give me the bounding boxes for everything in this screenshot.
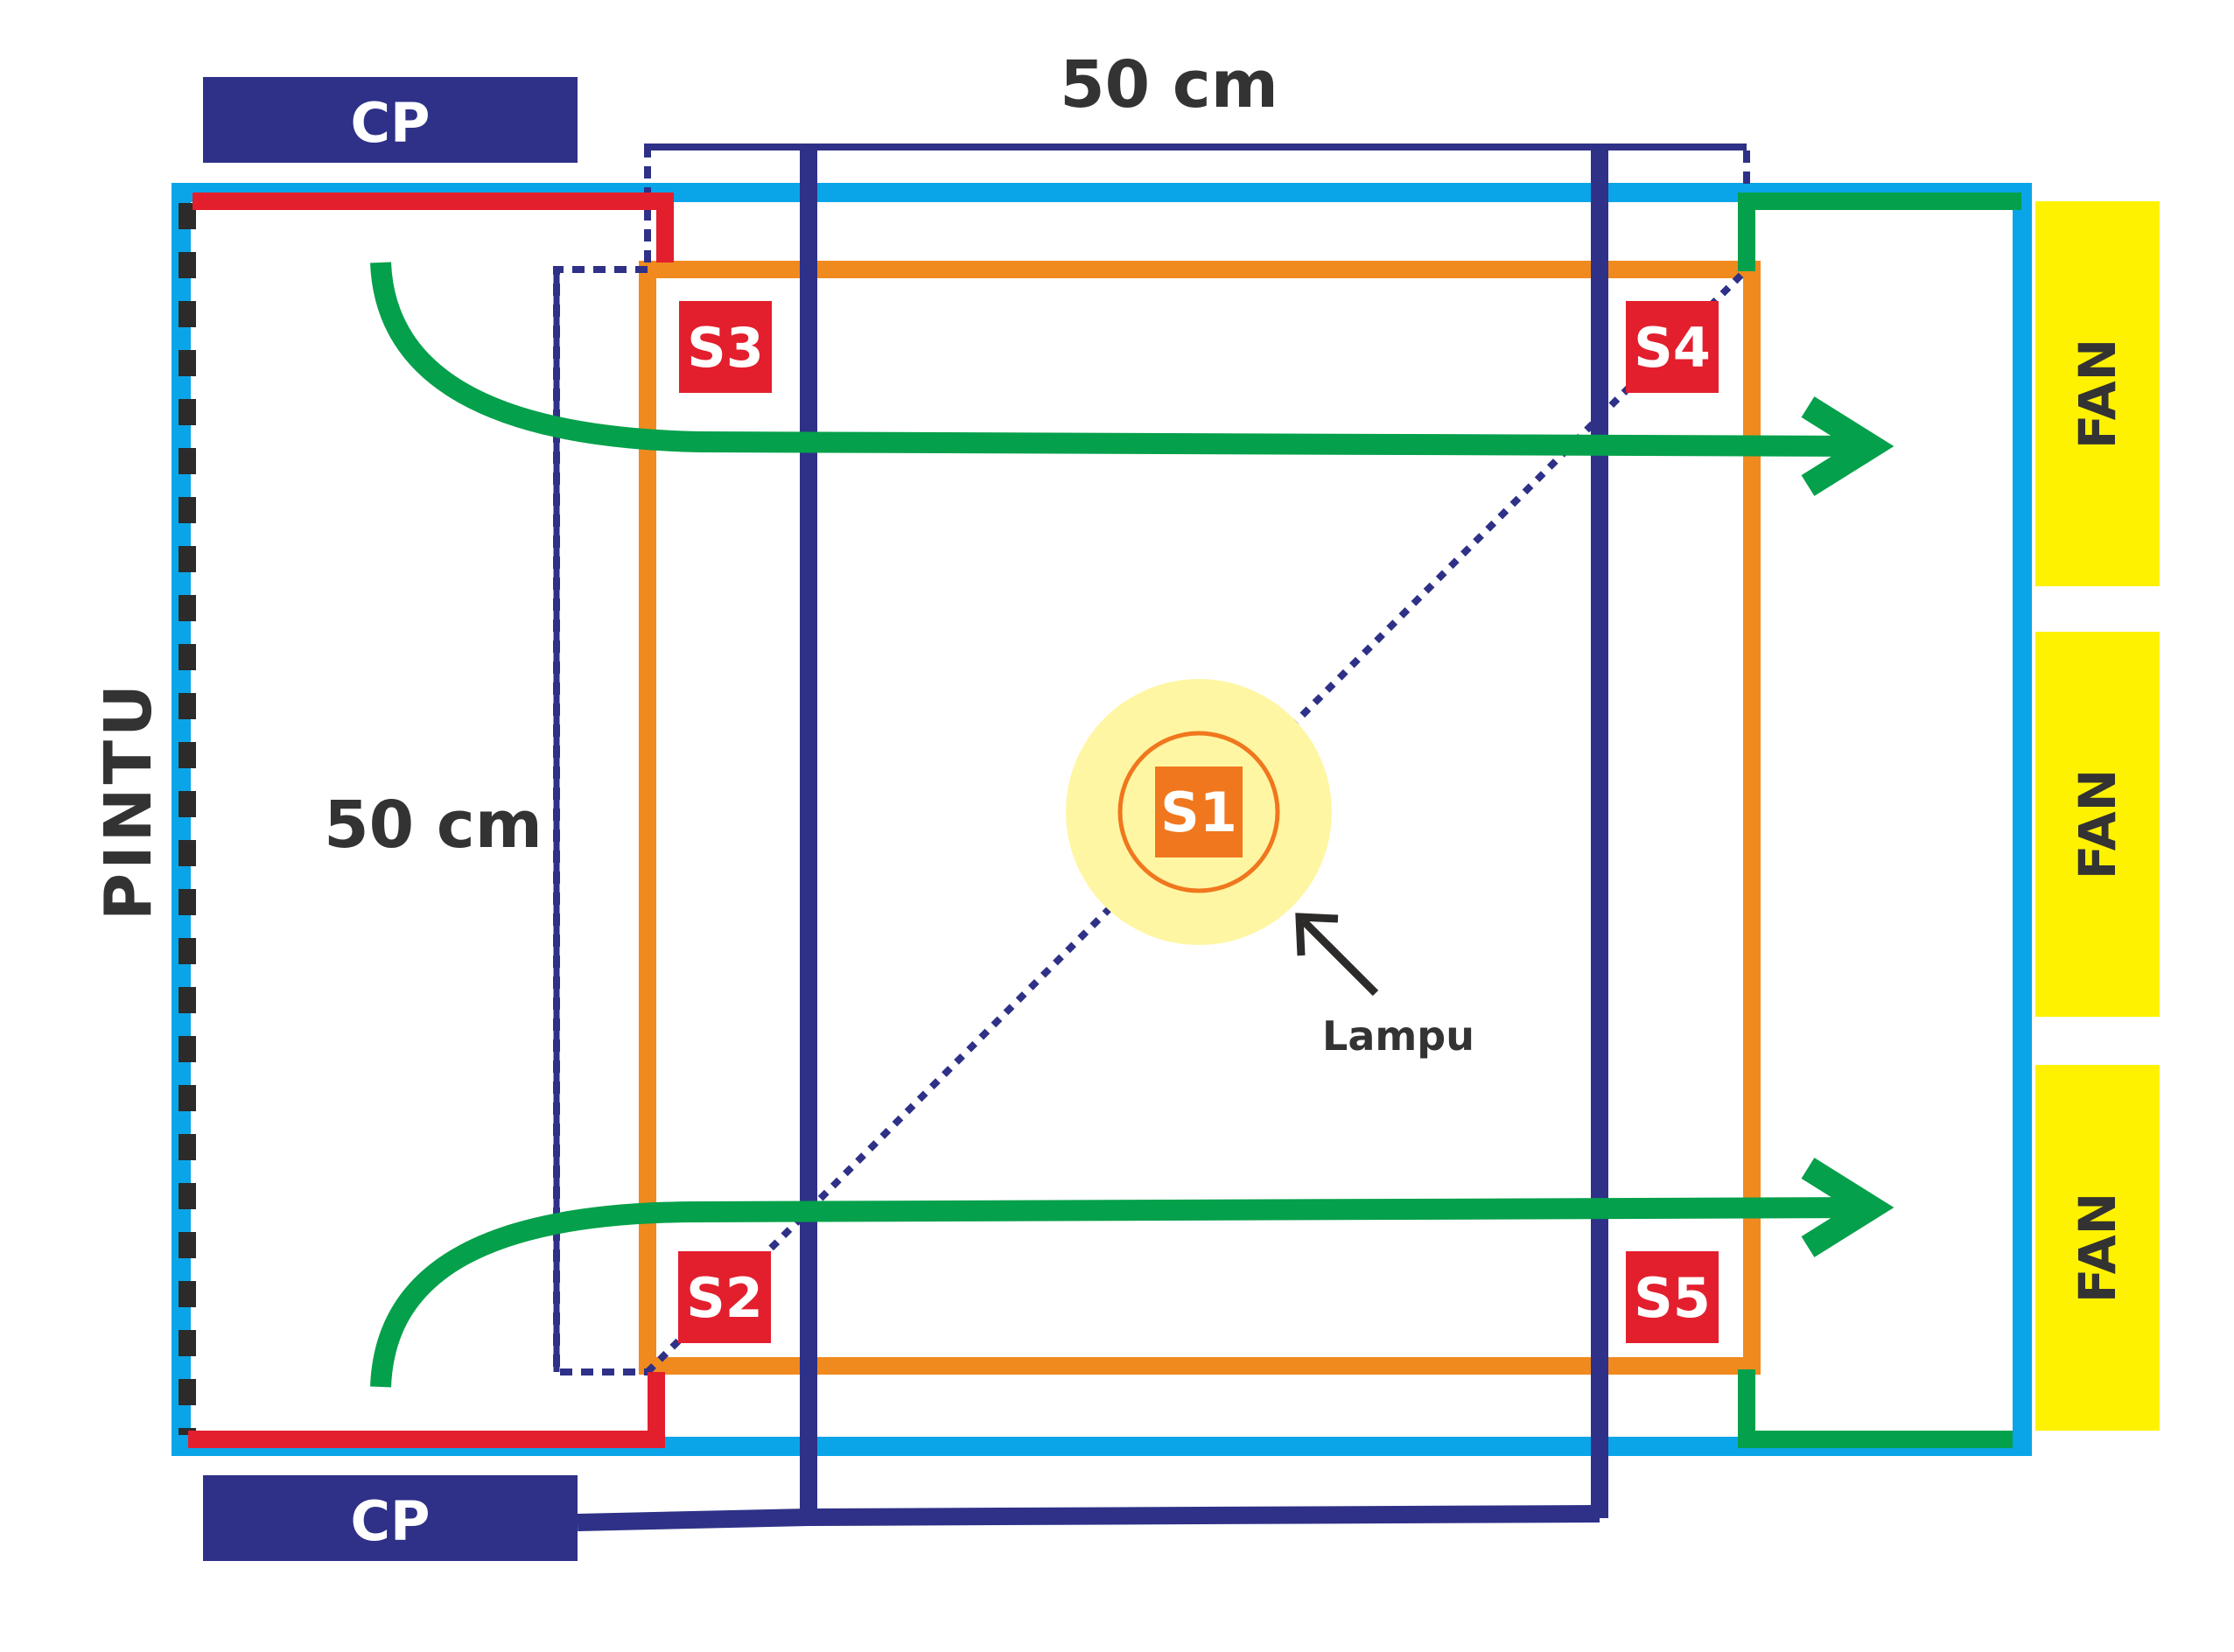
- sensor-s1-box: [1155, 766, 1243, 858]
- fan-panel-1: [2035, 201, 2160, 586]
- airflow-arrow-top: [370, 262, 1873, 457]
- lamp-ring: [1117, 731, 1280, 893]
- fan-panel-3: [2035, 1065, 2160, 1431]
- cp-top-box: [203, 77, 578, 163]
- green-bracket-bottom: [1738, 1369, 2013, 1448]
- lamp-pointer-head: [1295, 913, 1339, 956]
- green-bracket-top: [1738, 192, 2021, 271]
- sensor-s4-box: [1626, 301, 1719, 393]
- airflow-arrow-bottom: [370, 1197, 1873, 1388]
- airflow-arrowhead-top: [1801, 396, 1894, 496]
- sensor-s2-box: [678, 1251, 771, 1343]
- sensor-s5-box: [1626, 1251, 1719, 1343]
- top-dimension-label: 50 cm: [1060, 47, 1278, 122]
- cp-bottom-box: [203, 1475, 578, 1561]
- door-label: PINTU: [91, 681, 166, 920]
- airflow-arrowhead-bottom: [1801, 1158, 1894, 1257]
- red-bracket-bottom: [188, 1372, 665, 1448]
- cp-top-label: CP: [351, 91, 431, 155]
- fan-panel-2: [2035, 632, 2160, 1017]
- fan-label-2: FAN: [2068, 769, 2127, 879]
- bottom-cable: [577, 1505, 1600, 1531]
- left-dimension-label: 50 cm: [324, 788, 543, 863]
- lamp-pointer-line: [1300, 918, 1379, 997]
- fan-label-1: FAN: [2068, 339, 2127, 449]
- lamp-label: Lampu: [1322, 1012, 1474, 1060]
- sensor-s4-label: S4: [1634, 316, 1711, 380]
- fan-label-3: FAN: [2068, 1193, 2127, 1303]
- sensor-s5-label: S5: [1634, 1266, 1711, 1330]
- sensor-s2-label: S2: [686, 1266, 763, 1330]
- inner-frame: [639, 261, 1761, 1375]
- sensor-s1-label: S1: [1160, 780, 1237, 844]
- outer-wall: [172, 183, 2032, 1456]
- cp-bottom-label: CP: [351, 1489, 431, 1553]
- sensor-s3-box: [679, 301, 772, 393]
- red-bracket-top: [193, 192, 674, 262]
- sensor-s3-label: S3: [687, 316, 764, 380]
